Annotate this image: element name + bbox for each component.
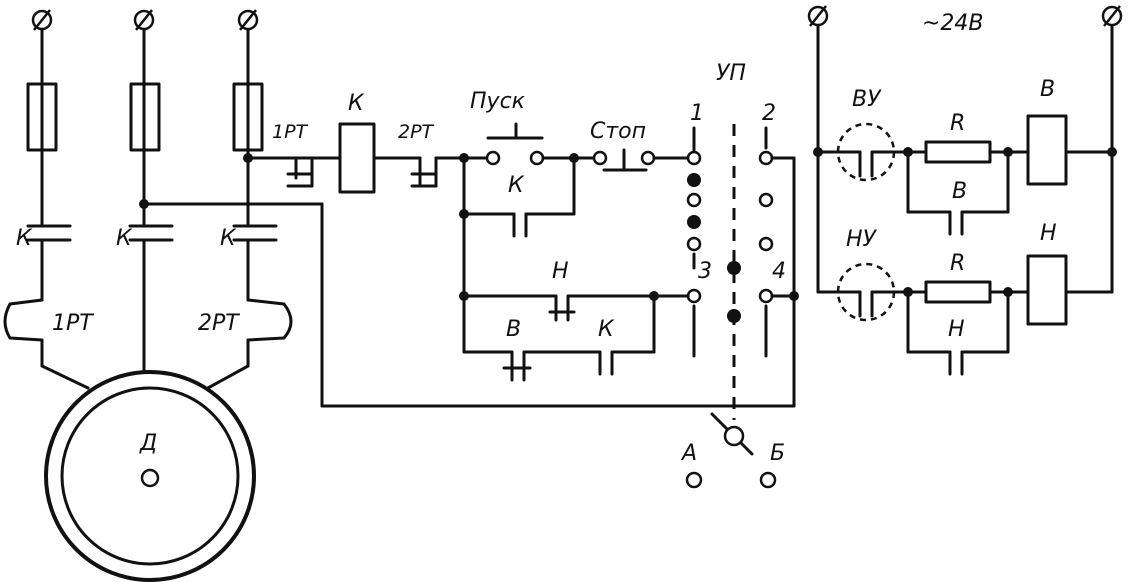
resistor-upper [924,140,992,164]
label-k-3: К [220,226,237,251]
contacts-v-and-k-lower [462,294,656,382]
label-nu: НУ [846,227,878,252]
label-up-switch: УП [716,61,746,86]
label-vu: ВУ [852,87,882,112]
label-term-3: 3 [698,259,712,284]
contact-2rt-nc [410,156,466,188]
terminal-24v-right [1101,5,1123,27]
label-r-upper: R [950,111,965,136]
switch-handle[interactable] [710,412,754,456]
motor-shaft [140,468,160,488]
label-pos-b: Б [770,441,785,466]
power-terminals [31,9,259,31]
start-button[interactable] [462,122,576,166]
contact-n-interlock [462,294,656,322]
label-term-2: 2 [762,101,776,126]
v-bypass-contact [906,150,1010,236]
label-coil-n: Н [1040,221,1057,246]
label-stop: Стоп [590,119,646,144]
motor-inner-ring [60,386,240,566]
position-a-terminal[interactable] [685,471,703,489]
contact-1rt-nc [286,156,342,188]
label-2rt-heater: 2РТ [198,311,240,336]
motor-label: Д [139,431,157,456]
label-n-contact: Н [552,259,569,284]
label-pos-a: А [680,441,697,466]
label-2rt-contact: 2РТ [398,121,435,143]
nu-contact [844,290,910,318]
motor [44,370,256,582]
label-voltage: ~24В [922,11,984,36]
label-r-lower: R [950,251,965,276]
label-term-4: 4 [772,259,786,284]
label-start: Пуск [470,89,526,114]
contactor-coil-k [338,122,376,194]
label-term-1: 1 [690,101,704,126]
motor-outer-ring [44,370,256,582]
coil-v [1026,114,1068,186]
fuses [26,82,264,152]
contact-k-holding [459,156,576,298]
n-bypass-contact [906,290,1010,376]
label-k-lower: К [598,317,615,342]
label-k-1: К [16,226,33,251]
label-coil-k: К [348,91,365,116]
stop-button[interactable] [572,148,692,172]
label-k-2: К [116,226,133,251]
thermal-heater-1rt [3,298,44,342]
terminal-phase-2 [133,9,155,31]
phase-wires [40,28,250,86]
label-coil-v: В [1040,77,1055,102]
vu-contact [844,150,910,178]
switch-contacts-left [686,126,702,358]
switch-contacts-right [758,126,774,358]
label-k-holding: К [508,173,525,198]
resistor-lower [924,280,992,304]
label-v-contact: В [506,317,521,342]
label-1rt-heater: 1РТ [52,311,94,336]
position-b-terminal[interactable] [759,471,777,489]
label-v-bypass: В [952,179,967,204]
thermal-heater-2rt [246,298,293,342]
terminal-phase-1 [31,9,53,31]
coil-n [1026,254,1068,326]
terminal-phase-3 [237,9,259,31]
terminal-24v-left [807,5,829,27]
label-1rt-contact: 1РТ [272,121,309,143]
label-n-bypass: Н [948,317,965,342]
contactor-main-contacts [26,224,278,242]
